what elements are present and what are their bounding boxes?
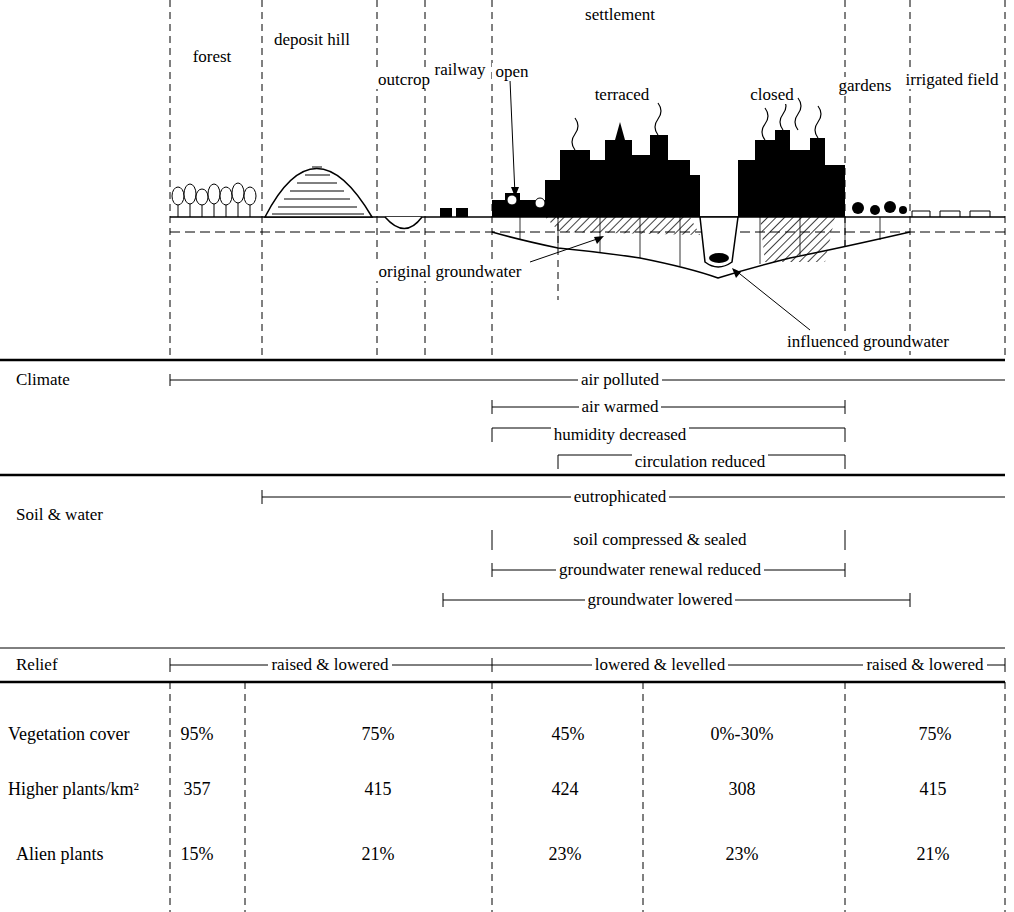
table-cell: 415 — [917, 780, 950, 800]
table-cell: 21% — [359, 845, 398, 865]
label: closed — [747, 86, 796, 105]
label: groundwater renewal reduced — [556, 561, 764, 580]
table-cell: 0%-30% — [708, 725, 777, 745]
label: Relief — [13, 656, 61, 675]
label: influenced groundwater — [784, 333, 952, 352]
label: raised & lowered — [268, 656, 391, 675]
table-cell: 21% — [914, 845, 953, 865]
label: groundwater lowered — [585, 591, 736, 610]
table-cell: 424 — [549, 780, 582, 800]
label: deposit hill — [271, 31, 353, 50]
label: air warmed — [579, 398, 662, 417]
label: railway — [432, 61, 489, 80]
table-cell: 415 — [362, 780, 395, 800]
table-cell: 45% — [549, 725, 588, 745]
label: gardens — [836, 77, 895, 96]
table-cell: Alien plants — [13, 845, 107, 865]
table-cell: Vegetation cover — [5, 725, 132, 745]
table-cell: 75% — [916, 725, 955, 745]
table-cell: 23% — [723, 845, 762, 865]
label: Climate — [13, 371, 73, 390]
table-cell: Higher plants/km² — [5, 780, 142, 800]
label: forest — [190, 48, 235, 67]
label: Soil & water — [13, 506, 106, 525]
table-cell: 15% — [178, 845, 217, 865]
label: humidity decreased — [551, 426, 690, 445]
label: irrigated field — [903, 71, 1002, 90]
label: eutrophicated — [571, 488, 670, 507]
label: outcrop — [375, 71, 433, 90]
label: original groundwater — [375, 263, 524, 282]
label: settlement — [582, 6, 658, 25]
table-cell: 95% — [178, 725, 217, 745]
label: terraced — [592, 86, 653, 105]
label: open — [492, 63, 531, 82]
label: lowered & levelled — [592, 656, 728, 675]
table-cell: 308 — [726, 780, 759, 800]
label: circulation reduced — [632, 453, 769, 472]
table-cell: 23% — [546, 845, 585, 865]
table-cell: 75% — [359, 725, 398, 745]
label: air polluted — [578, 371, 662, 390]
table-cell: 357 — [181, 780, 214, 800]
label: raised & lowered — [863, 656, 986, 675]
label: soil compressed & sealed — [570, 531, 749, 550]
